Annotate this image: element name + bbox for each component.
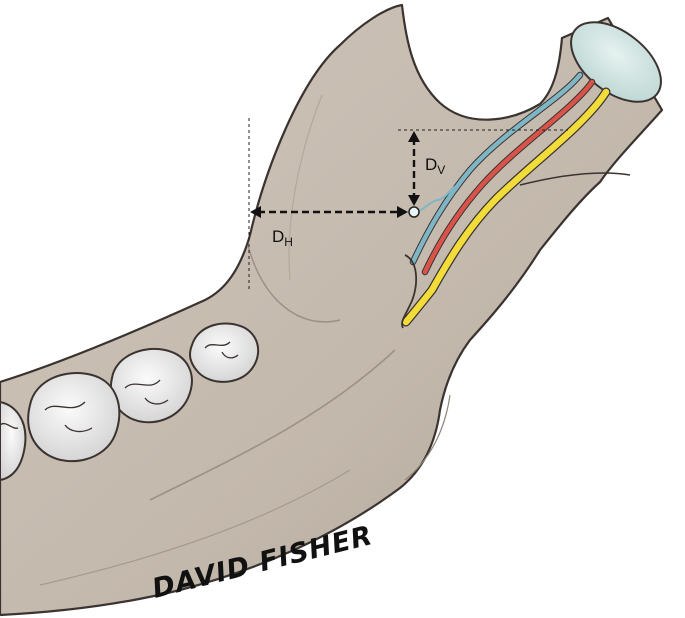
molars: [0, 322, 260, 482]
dimension-arrow-icon: [408, 131, 420, 206]
ramus-ridge-line: [288, 94, 323, 281]
mandible-bone: [0, 3, 664, 617]
dv-label: DV: [425, 155, 445, 177]
lingula: [401, 254, 418, 329]
mylohyoid-line: [149, 349, 396, 501]
foramen-marker-icon: [408, 206, 420, 218]
tooth-4: [0, 400, 27, 482]
tooth-3: [27, 372, 121, 463]
neck-line: [519, 172, 631, 186]
oblique-ridge-line: [247, 244, 341, 323]
tooth-1: [189, 322, 260, 383]
lower-border-shade: [39, 469, 351, 586]
angle-shade: [404, 394, 451, 481]
dh-arrow: [250, 206, 408, 218]
dh-label: DH: [272, 227, 293, 249]
nerve-branch: [415, 184, 461, 213]
